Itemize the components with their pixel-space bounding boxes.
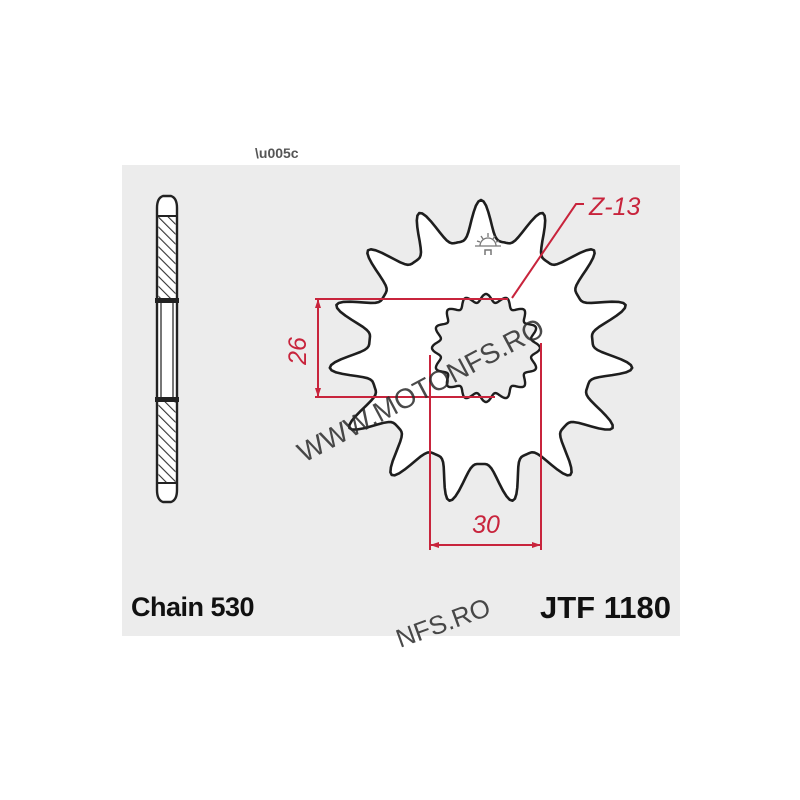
watermark-secondary: NFS.RO xyxy=(392,592,495,654)
spline-bore xyxy=(430,292,542,404)
dimension-26-label: 26 xyxy=(284,337,312,366)
dimension-lines xyxy=(315,203,584,550)
sun-logo-icon xyxy=(475,233,501,255)
chain-size-label: Chain 530 xyxy=(131,592,255,622)
hatched-section-top xyxy=(158,216,176,299)
teeth-count-label: Z-13 xyxy=(588,193,641,221)
dimension-arrowheads xyxy=(315,299,541,548)
side-profile-view xyxy=(155,194,179,504)
dimension-30-label: 30 xyxy=(472,511,500,539)
part-number-label: JTF 1180 xyxy=(540,590,671,625)
hatched-section-bottom xyxy=(158,400,176,483)
